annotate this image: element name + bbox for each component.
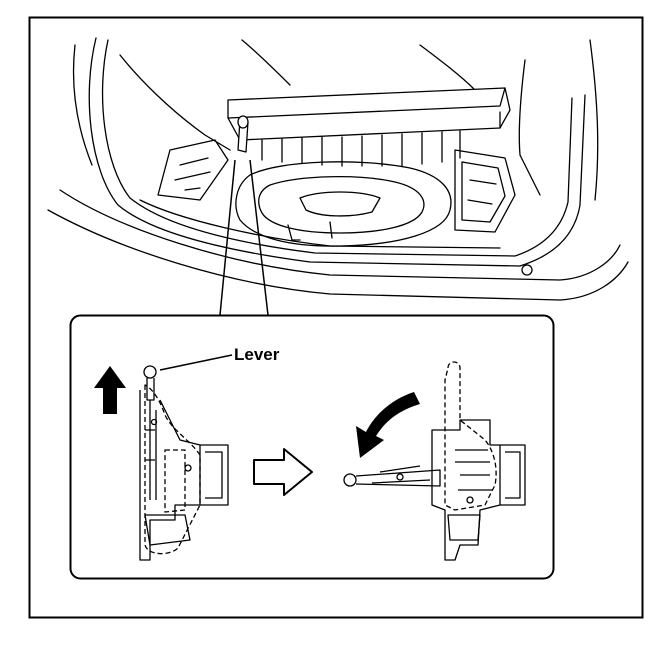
lever-label: Lever bbox=[234, 345, 280, 364]
lever-label-leader bbox=[159, 354, 233, 371]
dashed-inner-left bbox=[164, 449, 186, 513]
base-right bbox=[447, 514, 481, 541]
rotate-arrow bbox=[356, 392, 420, 458]
bracket-plate-left bbox=[200, 444, 229, 506]
bracket-plate-right-inner bbox=[505, 451, 521, 499]
lever-knob-raised bbox=[143, 365, 157, 379]
bracket-right-ribs bbox=[455, 449, 492, 491]
lever-rotated-detail bbox=[343, 361, 526, 561]
tire-well-outer bbox=[235, 161, 452, 247]
pull-up-arrow bbox=[94, 366, 126, 414]
floor-tray-right-inner bbox=[461, 161, 506, 223]
bumper-line bbox=[59, 189, 621, 281]
callout-leader bbox=[219, 159, 269, 316]
cargo-opening-outline bbox=[88, 37, 586, 267]
bolt-left-2 bbox=[150, 418, 158, 426]
lever-previous-position-right bbox=[444, 361, 497, 511]
tray-detail bbox=[174, 157, 211, 191]
lever-raised-detail bbox=[139, 365, 229, 561]
roof-line-right bbox=[419, 44, 476, 91]
hook-center bbox=[329, 221, 333, 239]
callout-box bbox=[69, 314, 555, 580]
lever-arm-rotated bbox=[355, 469, 441, 487]
bolt-left-1 bbox=[184, 464, 192, 472]
tire-well-inner bbox=[258, 176, 425, 234]
roof-line bbox=[241, 39, 291, 86]
left-side-panel bbox=[119, 54, 231, 151]
deck-board-edge bbox=[227, 87, 506, 119]
right-trim-line bbox=[589, 39, 599, 201]
cargo-area-illustration bbox=[47, 37, 629, 301]
bracket-ribs bbox=[145, 400, 157, 500]
lever-arm-detail bbox=[371, 465, 431, 484]
lever-previous-position bbox=[144, 384, 201, 555]
tray-detail-right bbox=[467, 179, 497, 205]
left-trim-line bbox=[72, 44, 93, 166]
base-left bbox=[144, 514, 191, 546]
rib-lines bbox=[261, 130, 461, 167]
lever-knob-rotated bbox=[343, 473, 357, 487]
tire-hub bbox=[299, 191, 381, 217]
cargo-opening-inner bbox=[101, 39, 573, 257]
bolt-right-1 bbox=[466, 496, 474, 504]
bumper-line-lower bbox=[47, 209, 629, 301]
bracket-plate-right bbox=[500, 444, 526, 506]
lever-knob-in-vehicle bbox=[237, 115, 249, 129]
bracket-body-right bbox=[431, 419, 501, 561]
floor-edge bbox=[139, 199, 501, 249]
hook-left bbox=[287, 224, 301, 241]
lever-pivot bbox=[396, 473, 404, 481]
next-step-arrow bbox=[253, 448, 313, 496]
tail-light-marker bbox=[521, 264, 533, 276]
floor-tray-left bbox=[157, 139, 229, 201]
floor-tray-right bbox=[454, 149, 516, 233]
bracket-plate-inner bbox=[205, 451, 223, 499]
bracket-body-left bbox=[139, 390, 201, 561]
right-side-panel bbox=[518, 59, 541, 196]
